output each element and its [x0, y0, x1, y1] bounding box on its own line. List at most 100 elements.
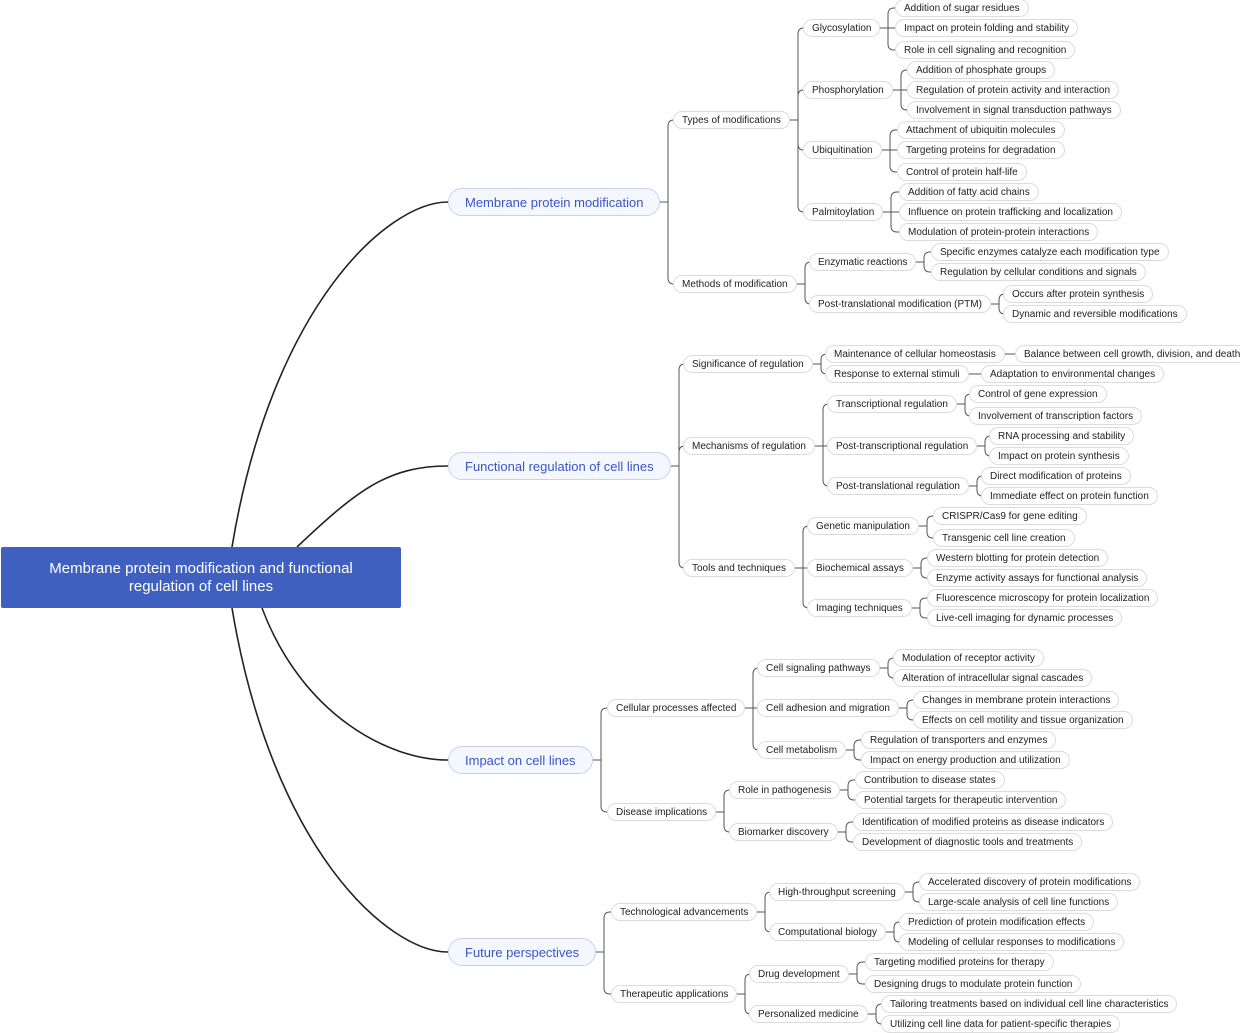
detail-tailoring-treatments-based-on-individual-cell-line-characteristics[interactable]: Tailoring treatments based on individual…: [881, 995, 1178, 1013]
detail-targeting-proteins-for-degradation[interactable]: Targeting proteins for degradation: [897, 141, 1065, 159]
detail-balance-between-cell-growth-division-and-death[interactable]: Balance between cell growth, division, a…: [1015, 345, 1240, 363]
subtopic-maintenance-of-cellular-homeostasis-label: Maintenance of cellular homeostasis: [834, 348, 996, 360]
detail-targeting-modified-proteins-for-therapy[interactable]: Targeting modified proteins for therapy: [865, 953, 1054, 971]
detail-live-cell-imaging-for-dynamic-processes-label: Live-cell imaging for dynamic processes: [936, 612, 1114, 624]
subtopic-phosphorylation[interactable]: Phosphorylation: [803, 81, 893, 99]
subtopic-post-translational-regulation[interactable]: Post-translational regulation: [827, 477, 969, 495]
branch-impact-on-cell-lines[interactable]: Impact on cell lines: [448, 746, 593, 774]
branch-membrane-protein-modification[interactable]: Membrane protein modification: [448, 188, 661, 216]
detail-modeling-of-cellular-responses-to-modifications[interactable]: Modeling of cellular responses to modifi…: [899, 933, 1125, 951]
subtopic-cell-adhesion-and-migration[interactable]: Cell adhesion and migration: [757, 699, 899, 717]
detail-attachment-of-ubiquitin-molecules[interactable]: Attachment of ubiquitin molecules: [897, 121, 1065, 139]
topic-types-of-modifications[interactable]: Types of modifications: [673, 111, 790, 129]
subtopic-ubiquitination[interactable]: Ubiquitination: [803, 141, 882, 159]
detail-regulation-of-transporters-and-enzymes[interactable]: Regulation of transporters and enzymes: [861, 731, 1057, 749]
subtopic-post-translational-modification-ptm[interactable]: Post-translational modification (PTM): [809, 295, 991, 313]
detail-role-in-cell-signaling-and-recognition[interactable]: Role in cell signaling and recognition: [895, 41, 1076, 59]
subtopic-drug-development-label: Drug development: [758, 968, 840, 980]
detail-effects-on-cell-motility-and-tissue-organization[interactable]: Effects on cell motility and tissue orga…: [913, 711, 1133, 729]
detail-rna-processing-and-stability[interactable]: RNA processing and stability: [989, 427, 1135, 445]
detail-addition-of-phosphate-groups[interactable]: Addition of phosphate groups: [907, 61, 1056, 79]
detail-involvement-of-transcription-factors[interactable]: Involvement of transcription factors: [969, 407, 1143, 425]
subtopic-genetic-manipulation[interactable]: Genetic manipulation: [807, 517, 919, 535]
detail-development-of-diagnostic-tools-and-treatments[interactable]: Development of diagnostic tools and trea…: [853, 833, 1083, 851]
subtopic-computational-biology[interactable]: Computational biology: [769, 923, 886, 941]
subtopic-cell-metabolism-link-1: [853, 750, 861, 761]
detail-large-scale-analysis-of-cell-line-functions[interactable]: Large-scale analysis of cell line functi…: [919, 893, 1119, 911]
subtopic-glycosylation[interactable]: Glycosylation: [803, 19, 881, 37]
topic-mechanisms-of-regulation[interactable]: Mechanisms of regulation: [683, 437, 815, 455]
detail-fluorescence-microscopy-for-protein-localization[interactable]: Fluorescence microscopy for protein loca…: [927, 589, 1159, 607]
topic-methods-of-modification[interactable]: Methods of modification: [673, 275, 797, 293]
subtopic-maintenance-of-cellular-homeostasis[interactable]: Maintenance of cellular homeostasis: [825, 345, 1005, 363]
subtopic-biochemical-assays-label: Biochemical assays: [816, 562, 904, 574]
subtopic-cell-signaling-pathways-label: Cell signaling pathways: [766, 662, 871, 674]
detail-changes-in-membrane-protein-interactions[interactable]: Changes in membrane protein interactions: [913, 691, 1120, 709]
subtopic-transcriptional-regulation[interactable]: Transcriptional regulation: [827, 395, 957, 413]
detail-regulation-by-cellular-conditions-and-signals[interactable]: Regulation by cellular conditions and si…: [931, 263, 1146, 281]
root-topic[interactable]: Membrane protein modification and functi…: [1, 547, 401, 608]
detail-adaptation-to-environmental-changes[interactable]: Adaptation to environmental changes: [981, 365, 1165, 383]
detail-accelerated-discovery-of-protein-modifications[interactable]: Accelerated discovery of protein modific…: [919, 873, 1141, 891]
detail-prediction-of-protein-modification-effects-label: Prediction of protein modification effec…: [908, 916, 1086, 928]
topic-cellular-processes-affected[interactable]: Cellular processes affected: [607, 699, 746, 717]
detail-dynamic-and-reversible-modifications[interactable]: Dynamic and reversible modifications: [1003, 305, 1187, 323]
subtopic-biochemical-assays[interactable]: Biochemical assays: [807, 559, 913, 577]
subtopic-high-throughput-screening[interactable]: High-throughput screening: [769, 883, 905, 901]
detail-addition-of-phosphate-groups-label: Addition of phosphate groups: [916, 64, 1047, 76]
topic-tools-and-techniques-label: Tools and techniques: [692, 562, 786, 574]
detail-regulation-of-protein-activity-and-interaction[interactable]: Regulation of protein activity and inter…: [907, 81, 1120, 99]
detail-impact-on-protein-folding-and-stability[interactable]: Impact on protein folding and stability: [895, 19, 1079, 37]
subtopic-response-to-external-stimuli[interactable]: Response to external stimuli: [825, 365, 969, 383]
subtopic-cell-signaling-pathways[interactable]: Cell signaling pathways: [757, 659, 880, 677]
detail-impact-on-energy-production-and-utilization[interactable]: Impact on energy production and utilizat…: [861, 751, 1070, 769]
detail-contribution-to-disease-states[interactable]: Contribution to disease states: [855, 771, 1005, 789]
subtopic-palmitoylation[interactable]: Palmitoylation: [803, 203, 884, 221]
detail-crispr-cas9-for-gene-editing[interactable]: CRISPR/Cas9 for gene editing: [933, 507, 1087, 525]
detail-utilizing-cell-line-data-for-patient-specific-therapies[interactable]: Utilizing cell line data for patient-spe…: [881, 1015, 1121, 1033]
topic-mechanisms-of-regulation-label: Mechanisms of regulation: [692, 440, 806, 452]
detail-enzyme-activity-assays-for-functional-analysis[interactable]: Enzyme activity assays for functional an…: [927, 569, 1148, 587]
detail-control-of-protein-half-life[interactable]: Control of protein half-life: [897, 163, 1027, 181]
detail-transgenic-cell-line-creation[interactable]: Transgenic cell line creation: [933, 529, 1075, 547]
subtopic-role-in-pathogenesis[interactable]: Role in pathogenesis: [729, 781, 841, 799]
branch-functional-regulation-of-cell-lines-connector: [296, 465, 449, 548]
branch-functional-regulation-of-cell-lines[interactable]: Functional regulation of cell lines: [448, 452, 671, 480]
topic-significance-of-regulation[interactable]: Significance of regulation: [683, 355, 813, 373]
detail-prediction-of-protein-modification-effects[interactable]: Prediction of protein modification effec…: [899, 913, 1095, 931]
detail-western-blotting-for-protein-detection[interactable]: Western blotting for protein detection: [927, 549, 1109, 567]
detail-alteration-of-intracellular-signal-cascades[interactable]: Alteration of intracellular signal casca…: [893, 669, 1093, 687]
subtopic-post-transcriptional-regulation[interactable]: Post-transcriptional regulation: [827, 437, 978, 455]
detail-immediate-effect-on-protein-function[interactable]: Immediate effect on protein function: [981, 487, 1158, 505]
detail-involvement-in-signal-transduction-pathways[interactable]: Involvement in signal transduction pathw…: [907, 101, 1121, 119]
detail-specific-enzymes-catalyze-each-modification-type[interactable]: Specific enzymes catalyze each modificat…: [931, 243, 1169, 261]
subtopic-enzymatic-reactions[interactable]: Enzymatic reactions: [809, 253, 917, 271]
detail-addition-of-sugar-residues[interactable]: Addition of sugar residues: [895, 0, 1029, 17]
branch-future-perspectives[interactable]: Future perspectives: [448, 938, 597, 966]
topic-methods-of-modification-label: Methods of modification: [682, 278, 788, 290]
detail-occurs-after-protein-synthesis[interactable]: Occurs after protein synthesis: [1003, 285, 1154, 303]
subtopic-imaging-techniques[interactable]: Imaging techniques: [807, 599, 912, 617]
subtopic-enzymatic-reactions-link-1: [923, 262, 931, 273]
subtopic-cell-metabolism[interactable]: Cell metabolism: [757, 741, 847, 759]
topic-technological-advancements[interactable]: Technological advancements: [611, 903, 758, 921]
detail-influence-on-protein-trafficking-and-localization[interactable]: Influence on protein trafficking and loc…: [899, 203, 1122, 221]
detail-impact-on-protein-synthesis[interactable]: Impact on protein synthesis: [989, 447, 1129, 465]
branch-future-perspectives-link-0: [603, 911, 611, 952]
detail-addition-of-fatty-acid-chains[interactable]: Addition of fatty acid chains: [899, 183, 1039, 201]
subtopic-drug-development[interactable]: Drug development: [749, 965, 849, 983]
detail-live-cell-imaging-for-dynamic-processes[interactable]: Live-cell imaging for dynamic processes: [927, 609, 1123, 627]
subtopic-biomarker-discovery[interactable]: Biomarker discovery: [729, 823, 838, 841]
topic-therapeutic-applications[interactable]: Therapeutic applications: [611, 985, 738, 1003]
detail-large-scale-analysis-of-cell-line-functions-label: Large-scale analysis of cell line functi…: [928, 896, 1110, 908]
detail-control-of-gene-expression[interactable]: Control of gene expression: [969, 385, 1107, 403]
detail-modulation-of-receptor-activity[interactable]: Modulation of receptor activity: [893, 649, 1044, 667]
detail-potential-targets-for-therapeutic-intervention[interactable]: Potential targets for therapeutic interv…: [855, 791, 1067, 809]
topic-disease-implications[interactable]: Disease implications: [607, 803, 717, 821]
detail-modulation-of-protein-protein-interactions[interactable]: Modulation of protein-protein interactio…: [899, 223, 1099, 241]
detail-designing-drugs-to-modulate-protein-function[interactable]: Designing drugs to modulate protein func…: [865, 975, 1082, 993]
subtopic-personalized-medicine[interactable]: Personalized medicine: [749, 1005, 868, 1023]
detail-direct-modification-of-proteins[interactable]: Direct modification of proteins: [981, 467, 1131, 485]
detail-identification-of-modified-proteins-as-disease-indicators[interactable]: Identification of modified proteins as d…: [853, 813, 1114, 831]
topic-tools-and-techniques[interactable]: Tools and techniques: [683, 559, 795, 577]
